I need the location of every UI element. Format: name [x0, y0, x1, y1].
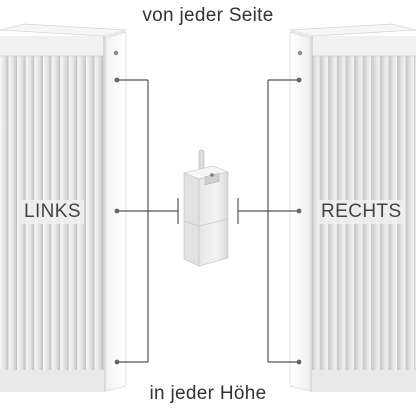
right-mounting-markers	[237, 79, 298, 363]
right-marker-points	[296, 77, 302, 365]
caption-bottom: in jeder Höhe	[149, 383, 267, 404]
left-marker-points	[114, 77, 120, 365]
radiator-fin	[94, 56, 103, 370]
thermostat-receiver-icon	[183, 149, 229, 267]
caption-top: von jeder Seite	[142, 5, 274, 26]
radiator-fin	[312, 56, 320, 370]
label-left: LINKS	[21, 200, 84, 224]
radiator-fin	[8, 56, 17, 370]
left-mounting-markers	[118, 79, 179, 363]
radiator-fin	[86, 56, 94, 370]
radiator-fin	[406, 56, 415, 370]
label-right: RECHTS	[318, 200, 405, 224]
radiator-fin	[0, 56, 8, 370]
